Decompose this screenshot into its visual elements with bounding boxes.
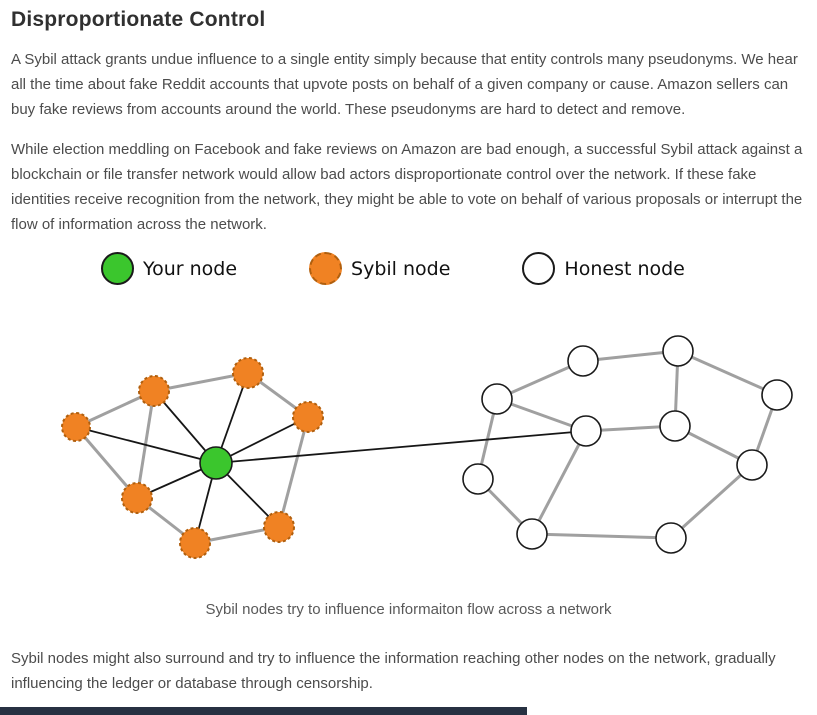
honest-node <box>662 335 694 367</box>
honest-node <box>659 410 691 442</box>
edge-h1-h2 <box>582 349 679 363</box>
edge-h10-h7 <box>669 463 754 540</box>
edge-s3-s7 <box>277 416 310 528</box>
honest-node-icon <box>522 252 556 285</box>
edge-h2-h3 <box>677 349 778 397</box>
paragraph-surround-influence: Sybil nodes might also surround and try … <box>11 650 776 692</box>
network-graph <box>61 335 793 559</box>
figure-caption: Sybil nodes try to influence informaiton… <box>205 601 612 618</box>
sybil-network-figure: Your node Sybil node Honest node Sybil n… <box>11 252 806 618</box>
article: Disproportionate Control A Sybil attack … <box>11 8 806 692</box>
honest-node <box>761 379 793 411</box>
sybil-node <box>232 357 264 389</box>
legend-item-sybil-node: Sybil node <box>309 252 450 285</box>
legend-label-sybil-node: Sybil node <box>351 257 451 280</box>
legend-label-your-node: Your node <box>143 257 238 280</box>
your-node-icon <box>101 252 134 285</box>
honest-node <box>481 383 513 415</box>
edge-your-h6 <box>215 430 587 464</box>
honest-node <box>570 415 602 447</box>
sybil-node <box>138 375 170 407</box>
next-section-bar <box>0 707 527 715</box>
sybil-node <box>263 511 295 543</box>
edge-s4-s5 <box>74 426 139 499</box>
sybil-node-icon <box>309 252 343 285</box>
sybil-node <box>121 482 153 514</box>
edge-your-s3 <box>215 416 309 464</box>
edge-h9-h10 <box>531 532 672 540</box>
legend-item-honest-node: Honest node <box>522 252 685 285</box>
legend-item-your-node: Your node <box>101 252 237 285</box>
paragraph-election-meddling: While election meddling on Facebook and … <box>11 141 803 233</box>
legend-label-honest-node: Honest node <box>564 257 685 280</box>
paragraph-sybil-attack: A Sybil attack grants undue influence to… <box>11 51 798 118</box>
honest-node <box>462 463 494 495</box>
honest-node <box>516 518 548 550</box>
edge-your-s4 <box>75 426 217 464</box>
legend: Your node Sybil node Honest node <box>11 252 806 285</box>
honest-node <box>655 522 687 554</box>
page-title: Disproportionate Control <box>11 8 266 31</box>
sybil-node <box>179 527 211 559</box>
honest-node <box>567 345 599 377</box>
sybil-node <box>61 412 91 442</box>
sybil-node <box>292 401 324 433</box>
honest-node <box>736 449 768 481</box>
edge-h6-h9 <box>530 430 588 535</box>
your-node <box>199 446 233 480</box>
